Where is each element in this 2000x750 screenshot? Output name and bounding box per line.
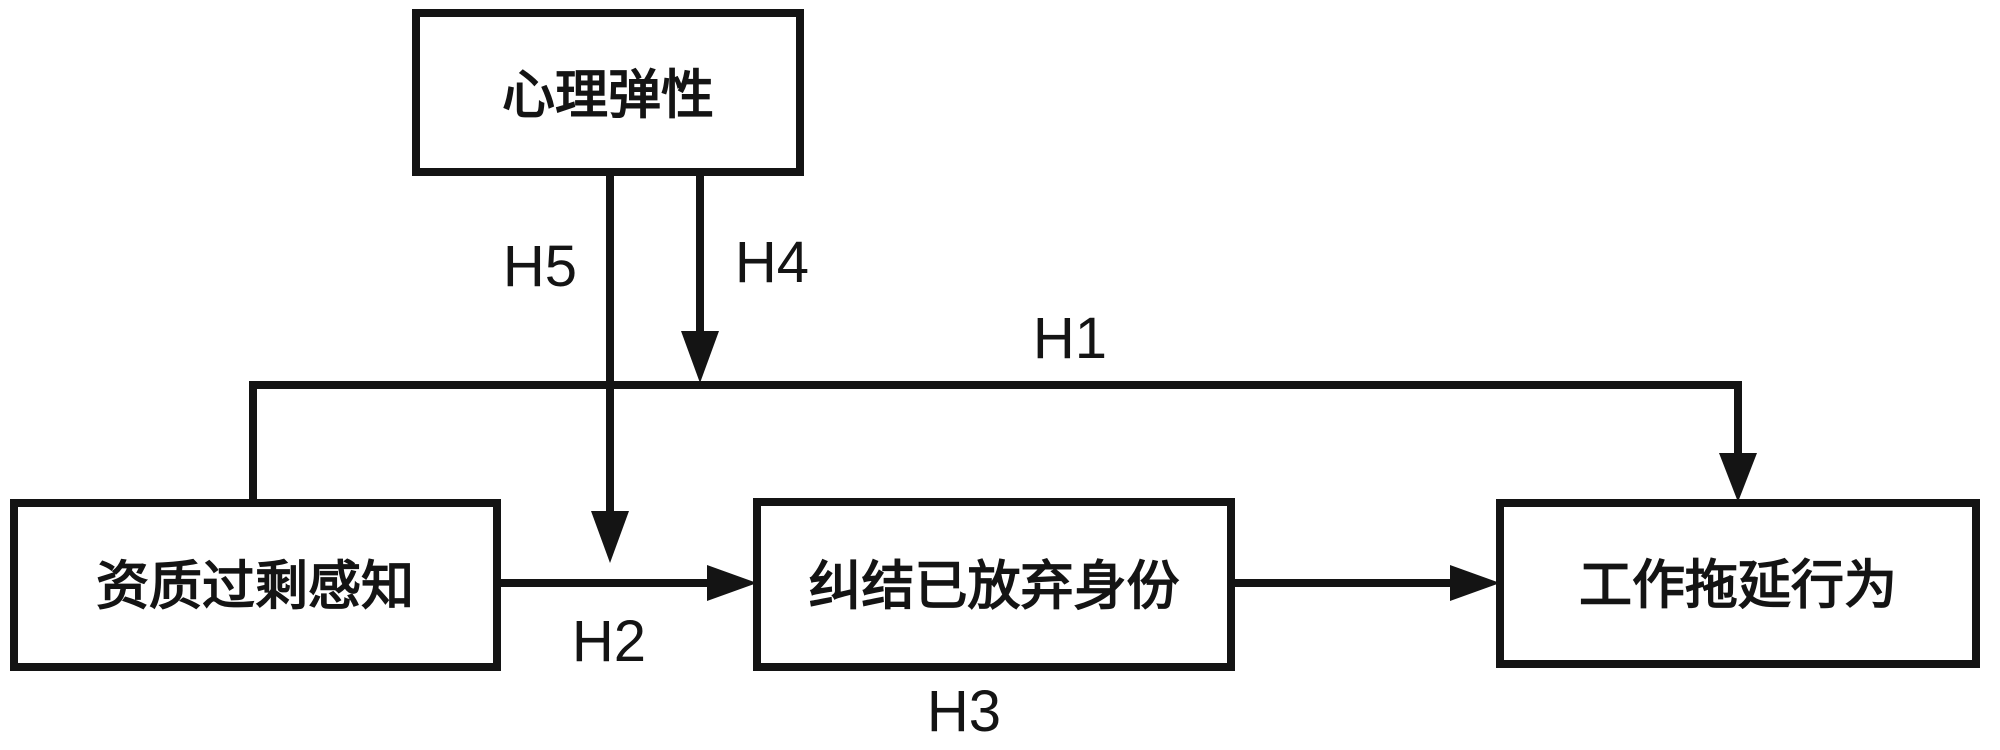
- edge-h3: H3: [927, 565, 1500, 744]
- node-resilience-box: [412, 9, 804, 176]
- edge-h5-arrowhead-icon: [591, 511, 629, 563]
- node-procrastination-box: [1496, 499, 1980, 668]
- node-procrastination: 工作拖延行为: [1496, 499, 1980, 668]
- edge-h1-arrowhead-icon: [1719, 453, 1757, 502]
- node-overqualification-box: [10, 499, 501, 671]
- node-rumination-label: 纠结已放弃身份: [809, 557, 1180, 616]
- node-overqualification-label: 资质过剩感知: [96, 557, 414, 616]
- edge-h1-path: [249, 381, 1742, 503]
- edge-h4-label: H4: [735, 230, 809, 295]
- node-resilience-label: 心理弹性: [502, 66, 714, 125]
- node-procrastination-label: 工作拖延行为: [1579, 556, 1897, 615]
- node-resilience: 心理弹性: [412, 9, 804, 176]
- node-rumination-box: [753, 498, 1235, 671]
- edge-h1: H1: [249, 306, 1757, 503]
- edge-h3-label: H3: [927, 679, 1001, 744]
- node-rumination: 纠结已放弃身份: [753, 498, 1235, 671]
- edge-h2: H2: [497, 565, 757, 674]
- edge-h2-label: H2: [572, 609, 646, 674]
- edge-h5: H5: [503, 172, 629, 563]
- edge-h3-arrowhead-icon: [1450, 565, 1500, 601]
- edge-h2-arrowhead-icon: [707, 565, 757, 601]
- edge-h4-arrowhead-icon: [681, 331, 719, 383]
- edge-h1-label: H1: [1033, 306, 1107, 371]
- edge-h4: H4: [681, 172, 809, 383]
- edge-h5-label: H5: [503, 234, 577, 299]
- node-overqualification: 资质过剩感知: [10, 499, 501, 671]
